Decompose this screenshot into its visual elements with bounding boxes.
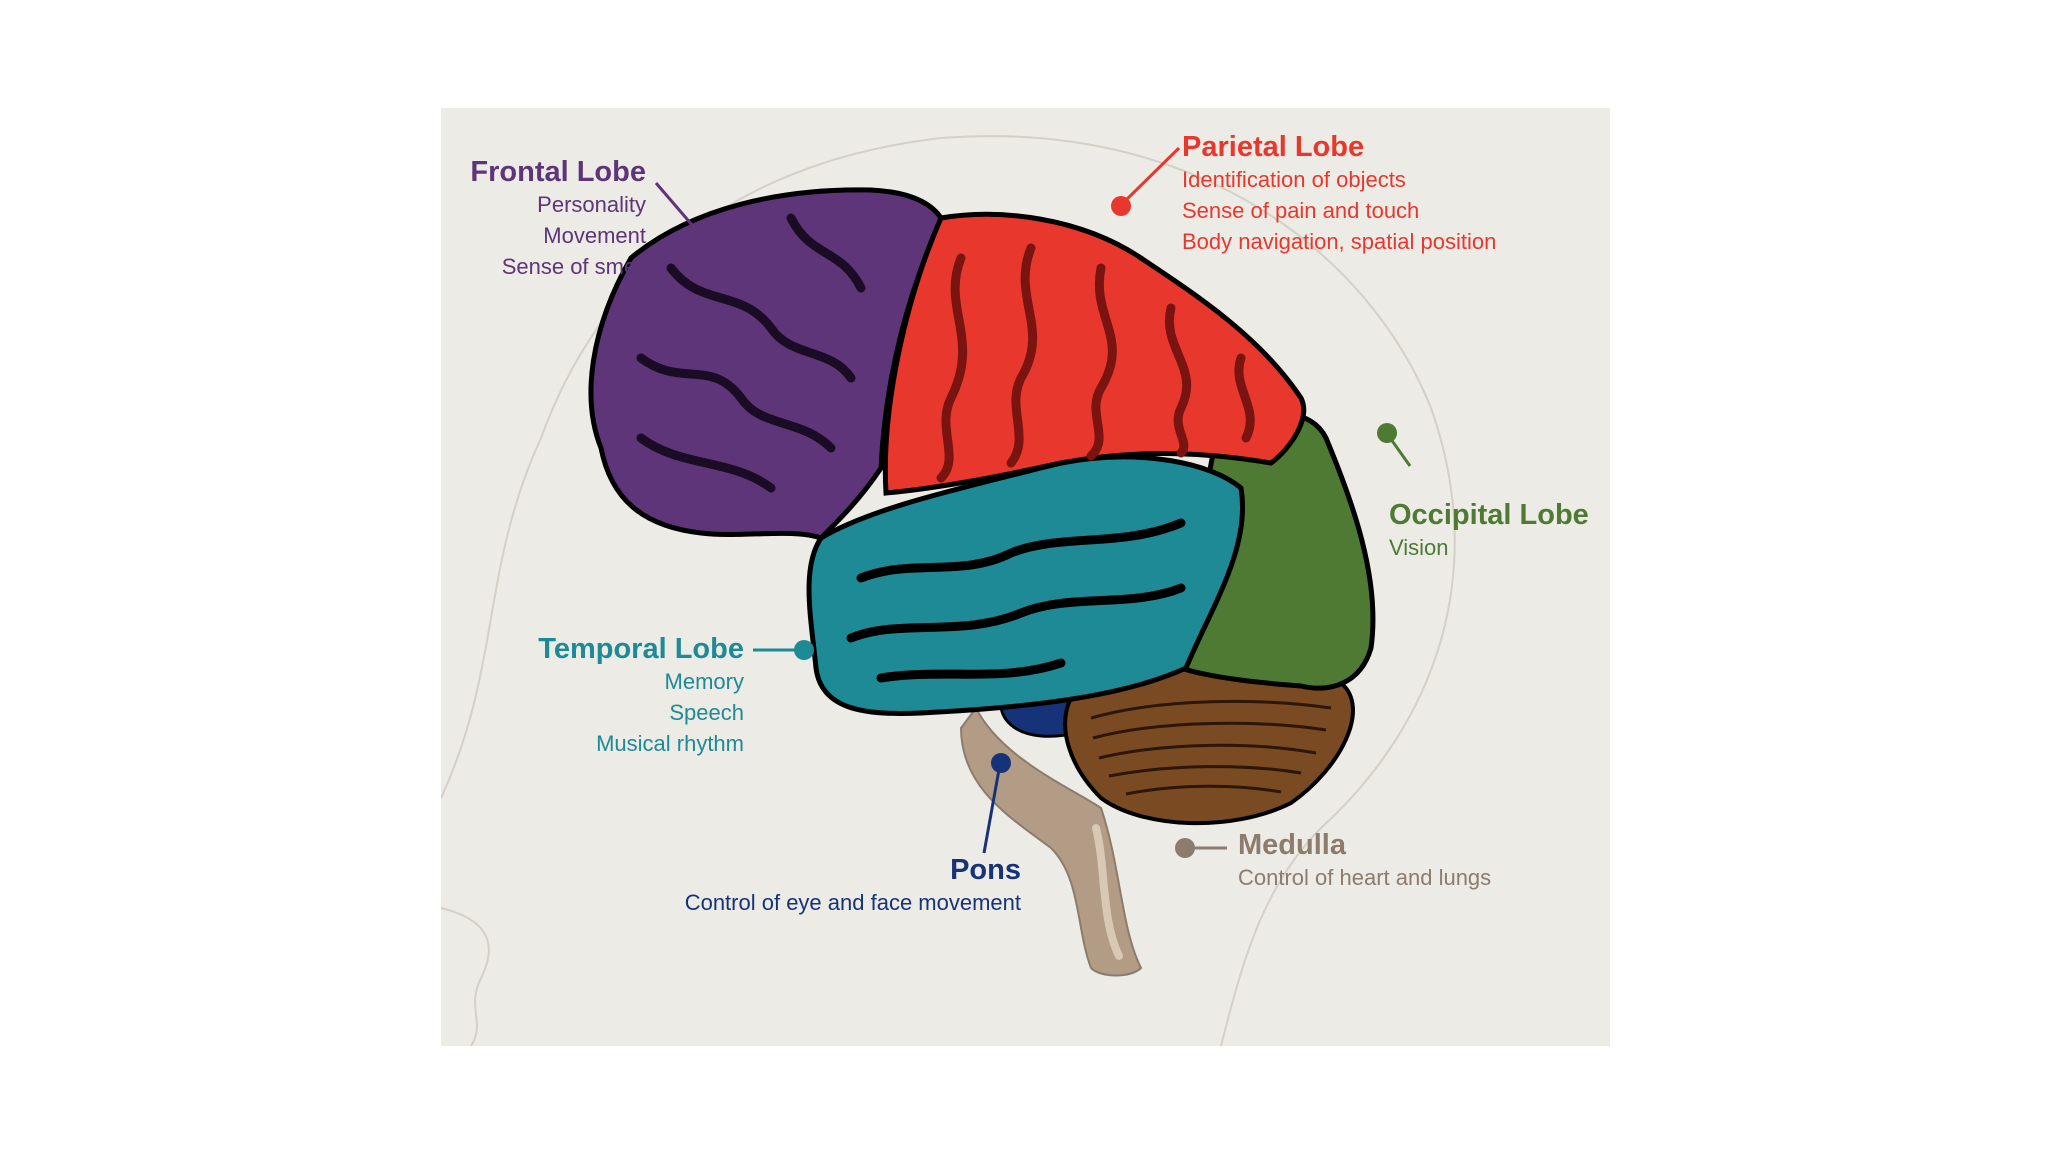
frontal-lobe-line-1: Personality [537,192,646,217]
pons-line-1: Control of eye and face movement [684,890,1021,915]
parietal-leader [1111,146,1181,216]
temporal-lobe-line-3: Musical rhythm [596,731,744,756]
temporal-lobe-line-2: Speech [669,700,744,725]
parietal-lobe-line-1: Identification of objects [1182,167,1406,192]
temporal-leader [753,640,814,660]
occipital-lobe-title: Occipital Lobe [1389,499,1589,531]
medulla-line-1: Control of heart and lungs [1238,865,1492,890]
frontal-lobe-line-2: Movement [543,223,646,248]
medulla-highlight [1092,824,1123,960]
face-outline [441,907,490,1046]
frontal-lobe-label: Frontal Lobe Personality Movement Sense … [470,158,646,287]
parietal-lobe-label: Parietal Lobe Identification of objects … [1182,133,1496,262]
temporal-folds [846,518,1186,683]
parietal-lobe-line-2: Sense of pain and touch [1182,198,1420,223]
parietal-lobe-title: Parietal Lobe [1182,131,1365,163]
parietal-folds [936,243,1255,483]
cerebellum-folds [1090,699,1332,796]
brain-diagram: Frontal Lobe Personality Movement Sense … [441,108,1610,1046]
temporal-lobe-label: Temporal Lobe Memory Speech Musical rhyt… [538,635,744,764]
pons-leader [982,753,1011,854]
parietal-lobe-line-3: Body navigation, spatial position [1182,229,1497,254]
occipital-leader [1377,423,1412,467]
occipital-lobe-label: Occipital Lobe Vision [1389,501,1589,568]
medulla-leader [1175,838,1227,858]
frontal-leader [654,182,710,244]
brain-illustration [441,135,1456,1046]
pons-label: Pons Control of eye and face movement [685,856,1021,923]
parietal-lobe-shape [882,211,1307,496]
occipital-lobe-line-1: Vision [1389,535,1449,560]
pons-title: Pons [950,854,1021,886]
frontal-lobe-title: Frontal Lobe [470,156,646,188]
frontal-lobe-line-3: Sense of smell [501,254,646,279]
temporal-lobe-title: Temporal Lobe [538,633,744,665]
temporal-lobe-line-1: Memory [664,669,744,694]
medulla-title: Medulla [1238,829,1346,861]
medulla-shape [959,706,1143,977]
head-outline [441,135,1456,1046]
frontal-folds [636,213,866,493]
medulla-label: Medulla Control of heart and lungs [1238,831,1491,898]
